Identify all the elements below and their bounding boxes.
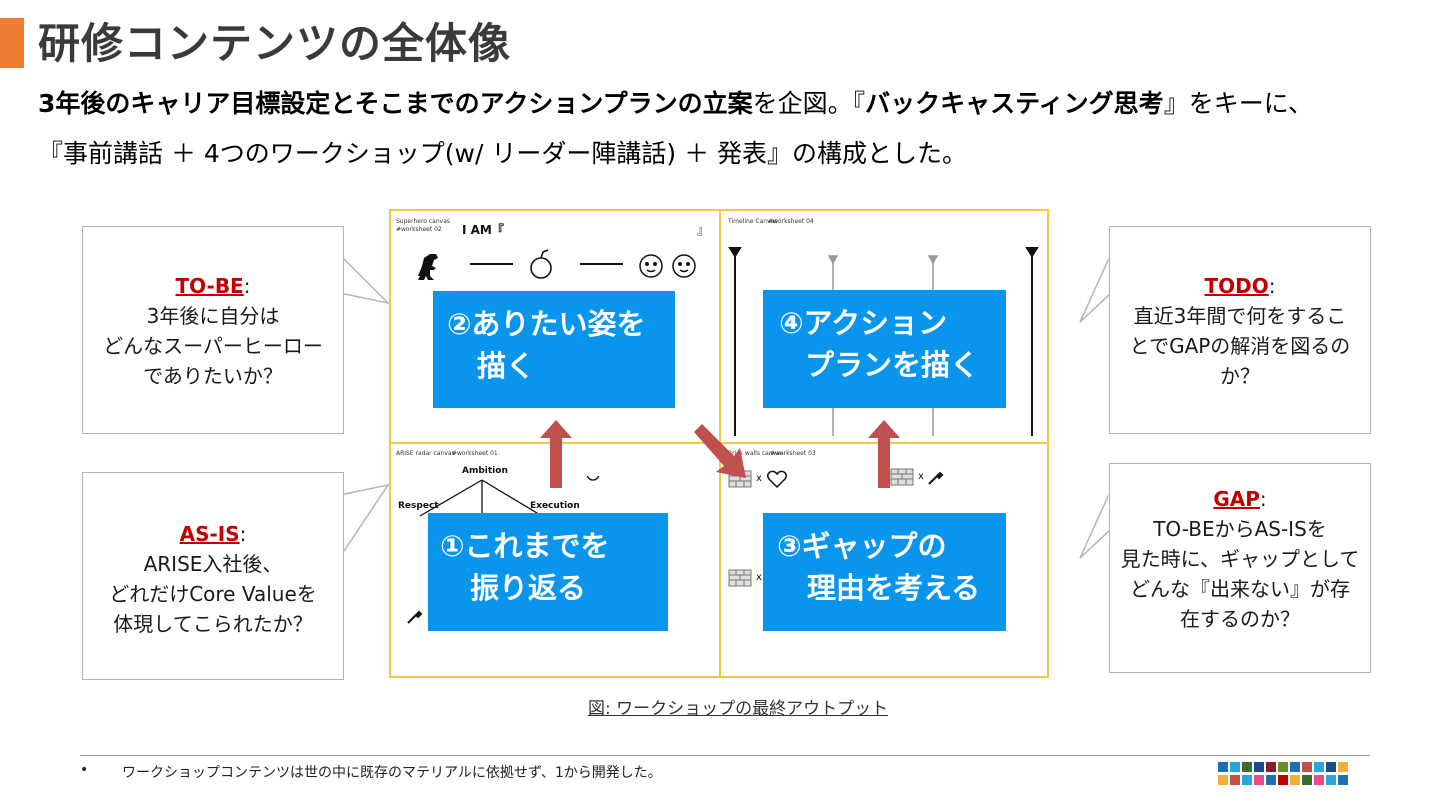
iam-close: 』 — [697, 223, 710, 237]
asis-colon: : — [239, 522, 247, 546]
worksheet-number: #worksheet 04 — [768, 218, 814, 225]
subtitle-bold-backcasting: バックキャスティング思考 — [865, 89, 1164, 118]
company-logo — [1218, 762, 1348, 785]
todo-line: とでGAPの解消を図るの — [1129, 334, 1351, 358]
step-2-line-1: ②ありたい姿を — [447, 307, 646, 341]
gap-line: 見た時に、ギャップとして — [1120, 547, 1360, 571]
step-3-line-2: 理由を考える — [807, 571, 981, 605]
step-3-line-1: ③ギャップの — [777, 529, 947, 563]
times-sign: x — [918, 471, 924, 482]
gap-callout-tail — [1079, 491, 1112, 559]
tobe-callout-tail — [338, 253, 391, 305]
asis-heading: AS-IS — [179, 522, 240, 546]
footer-divider — [80, 755, 1370, 756]
gap-line: 在するのか？ — [1180, 607, 1300, 631]
subtitle-text: を企図。『 — [752, 89, 866, 118]
gap-colon: : — [1259, 487, 1267, 511]
worksheet-title: Brick walls canvas — [728, 450, 784, 457]
tobe-line: 3年後に自分は — [146, 304, 280, 328]
step-4-box: ④アクション プランを描く — [763, 290, 1006, 408]
gap-callout: GAP: TO-BEからAS-ISを 見た時に、ギャップとして どんな『出来ない… — [1109, 463, 1371, 673]
wrench-icon — [407, 610, 423, 624]
figure-caption: 図: ワークショップの最終アウトプット — [588, 699, 889, 719]
worksheet-number: #worksheet 02 — [396, 226, 442, 233]
gap-line: TO-BEからAS-ISを — [1153, 517, 1327, 541]
step-2-box: ②ありたい姿を 描く — [433, 291, 675, 408]
tobe-line: どんなスーパーヒーロー — [103, 334, 323, 358]
brick-wall-icon — [728, 569, 752, 587]
brick-wall-icon — [890, 468, 914, 486]
heart-icon — [766, 470, 788, 489]
tobe-line: でありたいか？ — [143, 364, 283, 388]
step-1-line-1: ①これまでを — [440, 529, 610, 563]
faces-icon — [639, 254, 696, 278]
todo-colon: : — [1268, 274, 1276, 298]
subtitle-bold-goal: 3年後のキャリア目標設定とそこまでのアクションプランの立案 — [38, 89, 753, 118]
worksheet-title: ARISE radar canvas — [396, 450, 455, 457]
times-sign: x — [756, 473, 762, 484]
asis-line: 体現してこられたか？ — [113, 612, 313, 636]
worksheet-number: #worksheet 01 — [452, 450, 498, 457]
asis-callout-tail — [338, 483, 390, 560]
page-title: 研修コンテンツの全体像 — [38, 19, 512, 68]
superhero-icons — [418, 249, 696, 280]
gap-heading: GAP — [1213, 487, 1260, 511]
worksheet-title: Superhero canvas — [396, 218, 451, 225]
radar-label-execution: Execution — [530, 501, 580, 511]
arrow-up-step3-to-step4 — [868, 420, 900, 488]
asis-line: ARISE入社後、 — [143, 552, 283, 576]
todo-callout: TODO: 直近3年間で何をするこ とでGAPの解消を図るの か？ — [1109, 226, 1371, 434]
apple-icon — [530, 249, 552, 279]
worksheet-number: #worksheet 03 — [770, 450, 816, 457]
dinosaur-icon — [418, 254, 438, 280]
title-accent-bar — [0, 18, 24, 68]
tobe-heading: TO-BE — [175, 274, 244, 298]
radar-chart-lines — [419, 476, 600, 517]
step-1-line-2: 振り返る — [470, 571, 587, 605]
speech-bubble-icon — [586, 476, 600, 481]
times-sign: x — [756, 572, 762, 583]
todo-line: か？ — [1220, 364, 1260, 388]
todo-line: 直近3年間で何をするこ — [1133, 304, 1347, 328]
worksheet-title: Timeline Canvas — [728, 218, 778, 225]
iam-label: I AM『 — [462, 223, 504, 237]
footer-note: ワークショップコンテンツは世の中に既存のマテリアルに依拠せず、1から開発した。 — [122, 765, 662, 781]
subtitle-text: 』をキーに、 — [1163, 89, 1313, 118]
radar-label-respect: Respect — [398, 501, 439, 511]
todo-callout-tail — [1079, 255, 1112, 323]
step-1-box: ①これまでを 振り返る — [428, 513, 668, 631]
arrow-up-step1-to-step2 — [540, 420, 572, 488]
footer-bullet: • — [80, 762, 89, 778]
wrench-icon — [928, 471, 944, 485]
step-2-line-2: 描く — [477, 349, 536, 383]
tobe-callout: TO-BE: 3年後に自分は どんなスーパーヒーロー でありたいか？ — [82, 226, 344, 434]
asis-line: どれだけCore Valueを — [109, 582, 317, 606]
todo-heading: TODO — [1204, 274, 1269, 298]
tobe-colon: : — [243, 274, 251, 298]
subtitle-line-1: 3年後のキャリア目標設定とそこまでのアクションプランの立案を企図。『バックキャス… — [38, 84, 1313, 120]
step-4-line-1: ④アクション — [779, 306, 948, 340]
radar-label-ambition: Ambition — [462, 466, 508, 476]
step-3-box: ③ギャップの 理由を考える — [763, 513, 1006, 631]
arrow-diagonal-step2-to-step3 — [694, 424, 746, 478]
asis-callout: AS-IS: ARISE入社後、 どれだけCore Valueを 体現してこられ… — [82, 472, 344, 680]
subtitle-line-2: 『事前講話 ＋ 4つのワークショップ(w/ リーダー陣講話) ＋ 発表』の構成と… — [38, 139, 968, 168]
gap-line: どんな『出来ない』が存 — [1130, 577, 1350, 601]
step-4-line-2: プランを描く — [805, 348, 980, 382]
